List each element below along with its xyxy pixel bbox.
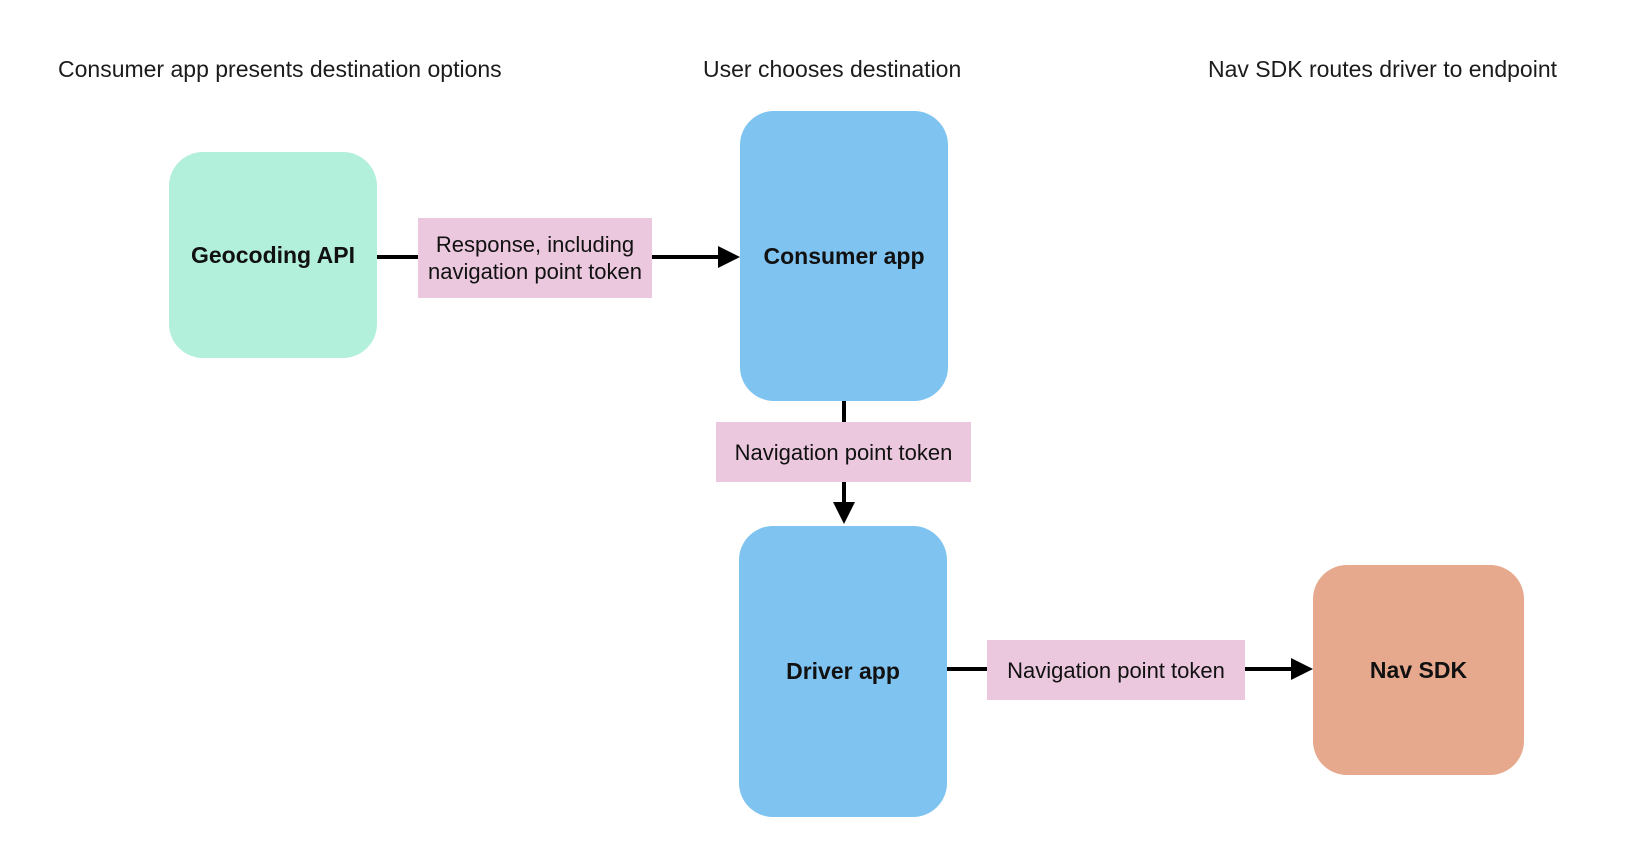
node-nav-sdk-label: Nav SDK	[1369, 656, 1468, 683]
edge-label-navigation-point-token-vertical: Navigation point token	[716, 422, 971, 482]
node-driver-app-label: Driver app	[786, 658, 900, 684]
edge-label-navigation-point-token-horizontal: Navigation point token	[987, 640, 1245, 700]
node-geocoding-api: Geocoding API	[169, 152, 377, 358]
edge-consumer-to-driver-shaft-top	[842, 401, 846, 422]
node-geocoding-api-label: Geocoding API	[191, 241, 355, 268]
edge-geocoding-to-consumer-shaft-right	[652, 255, 718, 259]
arrow-right-icon	[718, 246, 740, 268]
arrow-right-icon	[1291, 658, 1313, 680]
arrow-down-icon	[833, 502, 855, 524]
node-driver-app: Driver app	[739, 526, 947, 817]
edge-geocoding-to-consumer-shaft-left	[377, 255, 418, 259]
section-header-user-chooses: User chooses destination	[703, 56, 962, 82]
edge-driver-to-navsdk-shaft-left	[947, 667, 987, 671]
edge-driver-to-navsdk-shaft-right	[1245, 667, 1291, 671]
node-consumer-app: Consumer app	[740, 111, 948, 401]
edge-label-response-including-token: Response, including navigation point tok…	[418, 218, 652, 298]
node-nav-sdk: Nav SDK	[1313, 565, 1524, 775]
section-header-nav-sdk-routes: Nav SDK routes driver to endpoint	[1208, 56, 1558, 82]
node-consumer-app-label: Consumer app	[763, 242, 925, 269]
edge-consumer-to-driver-shaft-bottom	[842, 482, 846, 502]
section-header-consumer-presents: Consumer app presents destination option…	[58, 56, 502, 82]
